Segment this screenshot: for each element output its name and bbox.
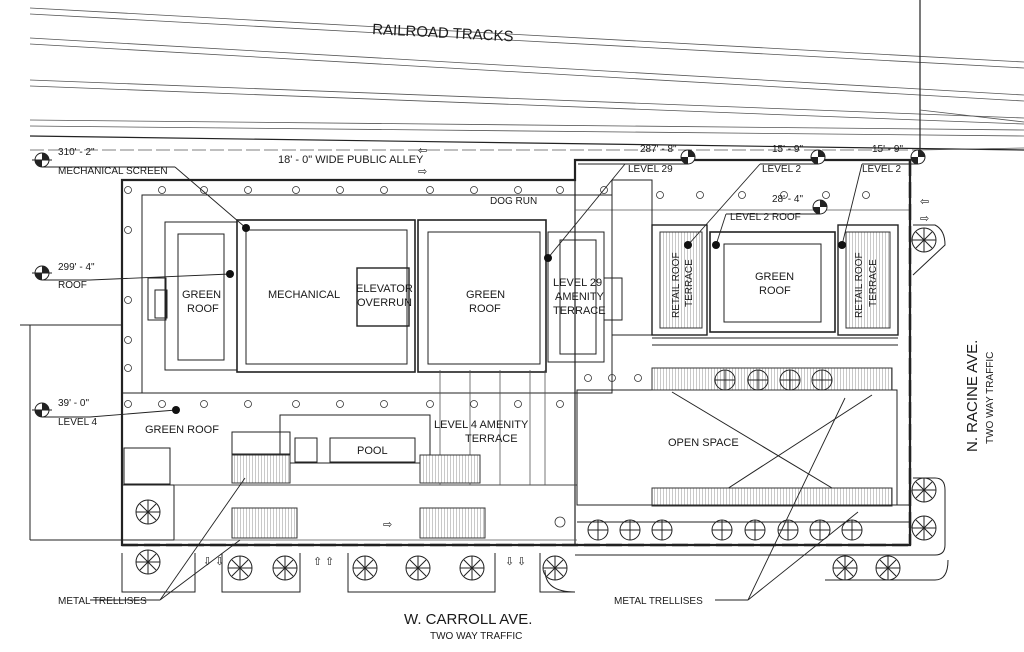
elevation-target-icon (680, 149, 696, 165)
arrow-down-1: ⇩ (203, 556, 212, 568)
arrow-up-1: ⇧ (313, 556, 322, 568)
tree-icon (911, 227, 937, 253)
elevator-label-2: OVERRUN (357, 297, 412, 309)
tree-icon (459, 555, 485, 581)
tree-icon (227, 555, 253, 581)
level4-amenity-label-2: TERRACE (465, 433, 518, 445)
elevation-level29-value: 287' - 8" (640, 144, 677, 155)
street-trees (135, 227, 937, 581)
tree-icon (135, 549, 161, 575)
tree-icon (811, 369, 833, 391)
retail-roof-terrace-west-label-1: RETAIL ROOF (671, 252, 682, 318)
racine-traffic-label: TWO WAY TRAFFIC (985, 352, 996, 444)
retail-roof-terrace-east-label-1: RETAIL ROOF (854, 252, 865, 318)
tree-icon (841, 519, 863, 541)
metal-trellises-west-label: METAL TRELLISES (58, 596, 147, 607)
alley-arrow-right: ⇨ (418, 166, 427, 178)
tree-icon (747, 369, 769, 391)
elevation-target-icon (32, 265, 52, 281)
tree-icon (809, 519, 831, 541)
tree-icon (744, 519, 766, 541)
alley-label: 18' - 0" WIDE PUBLIC ALLEY (278, 154, 424, 166)
arrow-right-drive: ⇨ (383, 519, 392, 531)
tree-icon (352, 555, 378, 581)
carroll-ave-label: W. CARROLL AVE. (404, 611, 532, 628)
elevation-level2a-value: 15' - 9" (772, 144, 803, 155)
alley-arrow-left-east: ⇦ (920, 196, 929, 208)
green-roof-level4-label: GREEN ROOF (145, 424, 219, 436)
tree-icon (875, 555, 901, 581)
tree-icon (711, 519, 733, 541)
tree-icon (911, 477, 937, 503)
arrow-down-2: ⇩ (215, 556, 224, 568)
tree-icon (777, 519, 799, 541)
elevation-target-icon (812, 199, 828, 215)
retail-roof-terrace-west-label-2: TERRACE (684, 259, 695, 307)
leader-dots (172, 224, 846, 414)
retail-roof-terrace-east-label-2: TERRACE (868, 259, 879, 307)
elevation-target-icon (32, 152, 52, 168)
elevation-level2roof-label: LEVEL 2 ROOF (730, 212, 801, 223)
elevation-level29-label: LEVEL 29 (628, 164, 673, 175)
carroll-traffic-label: TWO WAY TRAFFIC (430, 631, 522, 642)
metal-trellises-east-label: METAL TRELLISES (614, 596, 703, 607)
pool-label: POOL (357, 445, 388, 457)
tree-icon (651, 519, 673, 541)
arrow-up-2: ⇧ (325, 556, 334, 568)
mechanical-label: MECHANICAL (268, 289, 340, 301)
level29-amenity-label-1: LEVEL 29 (553, 277, 602, 289)
elevation-level2b-value: 15' - 9" (872, 144, 903, 155)
elevation-target-icon (810, 149, 826, 165)
green-roof-center-label-2: ROOF (469, 303, 501, 315)
green-roof-west-label-1: GREEN (182, 289, 221, 301)
dog-run-label: DOG RUN (490, 196, 537, 207)
tree-icon (911, 515, 937, 541)
elevation-target-icon (910, 149, 926, 165)
street-curbs (30, 224, 949, 593)
elevation-mech-screen-label: MECHANICAL SCREEN (58, 166, 168, 177)
arrow-down-4: ⇩ (517, 556, 526, 568)
elevation-level4-value: 39' - 0" (58, 398, 89, 409)
green-roof-level2-label-1: GREEN (755, 271, 794, 283)
elevation-level4-label: LEVEL 4 (58, 417, 98, 428)
open-space-label: OPEN SPACE (668, 437, 739, 449)
elevation-level2roof-value: 28' - 4" (772, 194, 803, 205)
tree-icon (619, 519, 641, 541)
elevation-roof-label: ROOF (58, 280, 87, 291)
elevation-target-icon (32, 402, 52, 418)
level29-amenity-label-2: AMENITY (555, 291, 605, 303)
alley-arrow-left: ⇦ (418, 145, 427, 157)
level4-amenity-label-1: LEVEL 4 AMENITY (434, 419, 529, 431)
tree-icon (714, 369, 736, 391)
green-roof-level2-label-2: ROOF (759, 285, 791, 297)
tree-icon (832, 555, 858, 581)
leader-lines (42, 163, 918, 601)
arrow-down-3: ⇩ (505, 556, 514, 568)
green-roof-west-label-2: ROOF (187, 303, 219, 315)
racine-ave-label: N. RACINE AVE. (964, 340, 981, 452)
elevation-markers (32, 149, 926, 418)
elevation-roof-value: 299' - 4" (58, 262, 95, 273)
green-roof-center-label-1: GREEN (466, 289, 505, 301)
tree-icon (542, 555, 568, 581)
railroad-tracks (29, 0, 1024, 151)
planter-markers (124, 186, 870, 528)
tree-icon (405, 555, 431, 581)
elevation-mech-screen-value: 310' - 2" (58, 147, 95, 158)
elevation-level2a-label: LEVEL 2 (762, 164, 802, 175)
level29-amenity-label-3: TERRACE (553, 305, 606, 317)
elevator-label-1: ELEVATOR (356, 283, 413, 295)
railroad-label: RAILROAD TRACKS (372, 21, 514, 45)
tree-icon (272, 555, 298, 581)
tree-icon (779, 369, 801, 391)
tree-icon (135, 499, 161, 525)
elevation-level2b-label: LEVEL 2 (862, 164, 902, 175)
alley-arrow-right-east: ⇨ (920, 213, 929, 225)
site-boundary (122, 160, 912, 547)
tree-icon (587, 519, 609, 541)
